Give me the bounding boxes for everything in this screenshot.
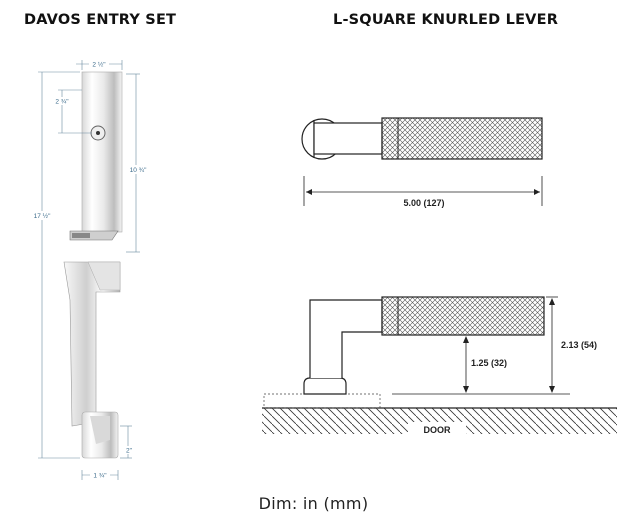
dim-bottom-height: 2" [126, 448, 133, 455]
entry-set-title: DAVOS ENTRY SET [24, 12, 177, 28]
knurled-grip-side [381, 296, 545, 336]
knurled-grip [381, 117, 543, 160]
lever-top-view: 5.00 (127) [301, 117, 543, 208]
rose-base [303, 377, 347, 395]
dim-lever-offset: 1.25 (32) [471, 358, 507, 368]
entry-set-drawing: 2 ½" 2 ¾" 10 ¾" 17 ½" 2" 1 ¾" [30, 60, 150, 480]
lever-arm [309, 299, 383, 378]
dimension-units-caption: Dim: in (mm) [258, 494, 369, 513]
dim-lever-projection: 2.13 (54) [561, 340, 597, 350]
door-label: DOOR [424, 425, 452, 435]
dim-width-top: 2 ½" [92, 61, 106, 69]
dim-total-height: 17 ½" [34, 212, 51, 220]
dim-upper-height: 10 ¾" [130, 167, 147, 174]
dim-lever-length: 5.00 (127) [403, 198, 444, 208]
lever-title: L-SQUARE KNURLED LEVER [333, 12, 559, 28]
lever-shank [313, 122, 383, 155]
dim-cylinder-offset: 2 ¾" [55, 99, 69, 106]
upper-plate [81, 71, 123, 233]
lever-side-view: DOOR 2.13 (54) 1.25 (32) [262, 296, 617, 436]
dim-width-bottom: 1 ¾" [93, 473, 107, 480]
